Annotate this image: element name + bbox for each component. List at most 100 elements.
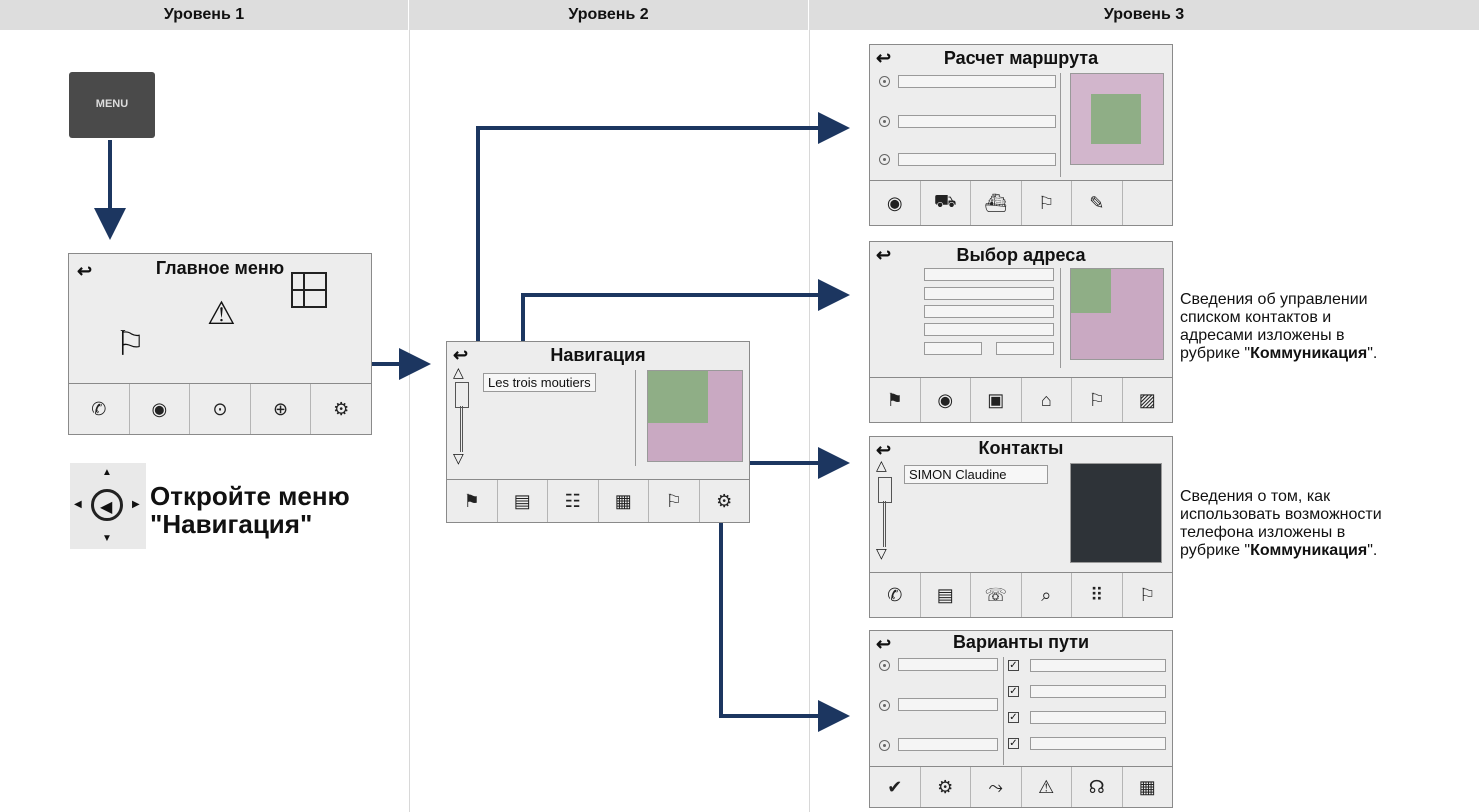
text-field[interactable] <box>1030 737 1166 750</box>
radio-option[interactable] <box>879 154 890 165</box>
contact-card-icon[interactable]: ▤ <box>921 573 971 617</box>
media-icon[interactable]: ⊙ <box>190 384 251 434</box>
text-field[interactable] <box>898 698 998 711</box>
position-icon[interactable]: ◉ <box>921 378 971 422</box>
text-field[interactable] <box>898 658 998 671</box>
text-field[interactable] <box>924 305 1054 318</box>
separator <box>1060 268 1061 368</box>
back-icon[interactable]: ↩ <box>453 345 469 365</box>
keypad-icon[interactable]: ⠿ <box>1072 573 1123 617</box>
text-field[interactable] <box>898 153 1056 166</box>
scroll-up-icon[interactable]: △ <box>453 364 464 380</box>
contacts-icon[interactable]: ☷ <box>548 480 599 522</box>
text-field[interactable] <box>898 738 998 751</box>
back-icon[interactable]: ↩ <box>876 245 892 265</box>
text-field[interactable] <box>924 287 1054 300</box>
list-item[interactable]: SIMON Claudine <box>904 465 1048 484</box>
nav-hint-line1: Откройте меню <box>150 481 350 511</box>
checkbox[interactable]: ✓ <box>1008 686 1019 697</box>
text-field[interactable] <box>898 115 1056 128</box>
navigation-icon[interactable]: ◉ <box>870 181 921 225</box>
checkbox[interactable]: ✓ <box>1008 712 1019 723</box>
back-icon[interactable]: ↩ <box>876 48 892 68</box>
checkbox[interactable]: ✓ <box>1008 660 1019 671</box>
text-field[interactable] <box>924 268 1054 281</box>
phone-bluetooth-icon[interactable]: ✆ <box>69 384 130 434</box>
empty-slot <box>1123 181 1173 225</box>
text-field[interactable] <box>924 323 1054 336</box>
scrollbar-track <box>460 406 463 452</box>
text-field[interactable] <box>1030 711 1166 724</box>
route-settings-icon[interactable]: ⚙ <box>716 490 733 511</box>
save-icon[interactable]: ▨ <box>1138 389 1156 410</box>
text-field[interactable] <box>898 75 1056 88</box>
navigation-flag-icon[interactable]: ⚐ <box>115 325 146 363</box>
traffic-icon[interactable]: ⚠ <box>207 295 236 331</box>
radio-option[interactable] <box>879 116 890 127</box>
route-calc-screen: ↩ Расчет маршрута ◉ ⛟ ⛴ ⚐ ✎ <box>869 44 1173 226</box>
menu-key[interactable]: MENU <box>69 72 155 138</box>
stage-icon[interactable]: ⚐ <box>1139 584 1156 605</box>
checkbox[interactable]: ✓ <box>1008 738 1019 749</box>
map-preview <box>647 370 743 462</box>
note1-line1: Сведения об управлении <box>1180 291 1368 308</box>
settings-icon[interactable]: ⚙ <box>333 398 350 419</box>
text-field[interactable] <box>924 342 982 355</box>
map-view-icon[interactable]: ▦ <box>599 480 649 522</box>
back-icon[interactable]: ↩ <box>876 634 892 654</box>
radio-option[interactable] <box>879 76 890 87</box>
stage-icon[interactable]: ⚐ <box>1072 378 1123 422</box>
navigation-footer: ⚑ ▤ ☷ ▦ ⚐ ⚙ <box>447 479 749 522</box>
home-icon[interactable]: ⌂ <box>1022 378 1072 422</box>
route-calc-footer: ◉ ⛟ ⛴ ⚐ ✎ <box>870 180 1172 225</box>
navigation-compass-icon: ◀ ▲ ▼ ◀ ▶ <box>70 463 146 549</box>
scrollbar-thumb[interactable] <box>455 382 469 408</box>
map-view-icon[interactable]: ▦ <box>1138 776 1156 797</box>
scroll-down-icon[interactable]: ▽ <box>876 545 887 561</box>
navigation-screen: ↩ Навигация △ ▽ Les trois moutiers ⚑ ▤ ☷… <box>446 341 750 523</box>
map-icon[interactable] <box>291 272 327 308</box>
flag-icon[interactable]: ⚐ <box>649 480 700 522</box>
back-icon[interactable]: ↩ <box>876 440 892 460</box>
route-calc-title: Расчет маршрута <box>943 48 1099 68</box>
car-icon[interactable]: ⛟ <box>921 181 971 225</box>
traffic-icon[interactable]: ⚠ <box>1022 767 1072 807</box>
text-field[interactable] <box>1030 659 1166 672</box>
confirm-icon[interactable]: ✔ <box>870 767 921 807</box>
ferry-icon[interactable]: ⛴ <box>971 181 1022 225</box>
map-preview <box>1070 268 1164 360</box>
scroll-up-icon[interactable]: △ <box>876 457 887 473</box>
text-field[interactable] <box>1030 685 1166 698</box>
address-entry-icon[interactable]: ▤ <box>498 480 548 522</box>
call-icon[interactable]: ✆ <box>870 573 921 617</box>
route-settings-icon[interactable]: ⚙ <box>921 767 971 807</box>
radio-option[interactable] <box>879 740 890 751</box>
separator <box>1060 73 1061 177</box>
scrollbar-thumb[interactable] <box>878 477 892 503</box>
text-field[interactable] <box>996 342 1054 355</box>
main-menu-title: Главное меню <box>155 258 285 278</box>
note1-line4: рубрике "Коммуникация". <box>1180 345 1378 362</box>
search-contact-icon[interactable]: ⌕ <box>1022 573 1072 617</box>
route-destination-icon[interactable]: ⚑ <box>870 378 921 422</box>
contacts-footer: ✆ ▤ ☏ ⌕ ⠿ ⚐ <box>870 572 1172 617</box>
navigation-icon[interactable]: ◉ <box>130 384 191 434</box>
radio-option[interactable] <box>879 660 890 671</box>
voice-icon[interactable]: ☊ <box>1072 767 1123 807</box>
contacts-screen: ↩ Контакты △ ▽ SIMON Claudine ✆ ▤ ☏ ⌕ ⠿ … <box>869 436 1173 618</box>
main-menu-footer: ✆ ◉ ⊙ ⊕ ⚙ <box>69 383 371 434</box>
poi-icon[interactable]: ▣ <box>971 378 1022 422</box>
route-icon[interactable]: ⚐ <box>1022 181 1072 225</box>
radio-option[interactable] <box>879 700 890 711</box>
road-icon[interactable]: ⤳ <box>971 767 1022 807</box>
back-icon[interactable]: ↩ <box>77 261 93 281</box>
phone-sync-icon[interactable]: ☏ <box>971 573 1022 617</box>
route-destination-icon[interactable]: ⚑ <box>447 480 498 522</box>
nav-hint-text: Откройте меню "Навигация" <box>150 482 350 538</box>
route-options-title: Варианты пути <box>952 632 1090 652</box>
edit-icon[interactable]: ✎ <box>1072 181 1123 225</box>
scroll-down-icon[interactable]: ▽ <box>453 450 464 466</box>
connected-services-icon[interactable]: ⊕ <box>251 384 312 434</box>
note2-line1: Сведения о том, как <box>1180 488 1331 505</box>
list-item[interactable]: Les trois moutiers <box>483 373 596 392</box>
